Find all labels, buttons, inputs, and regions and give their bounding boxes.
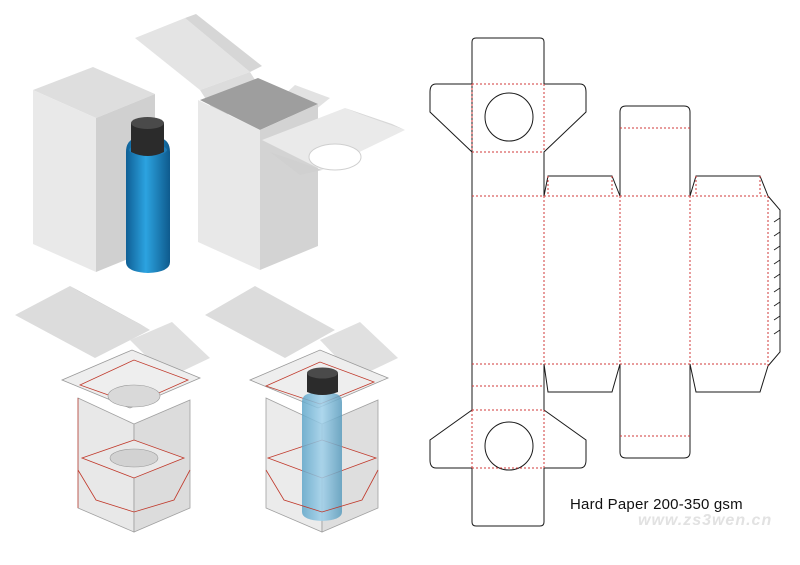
cut-lines <box>429 37 781 527</box>
dieline-template <box>429 37 781 527</box>
transparent-box-icon <box>15 286 210 533</box>
fold-lines <box>471 83 769 469</box>
watermark: www.zs3wen.cn <box>638 512 773 529</box>
bottle-icon <box>126 117 170 273</box>
material-caption: Hard Paper 200-350 gsm <box>570 496 743 513</box>
transparent-box-with-bottle-icon <box>205 286 398 533</box>
open-box-icon <box>135 14 405 270</box>
glue-flap-perforation <box>773 217 781 335</box>
